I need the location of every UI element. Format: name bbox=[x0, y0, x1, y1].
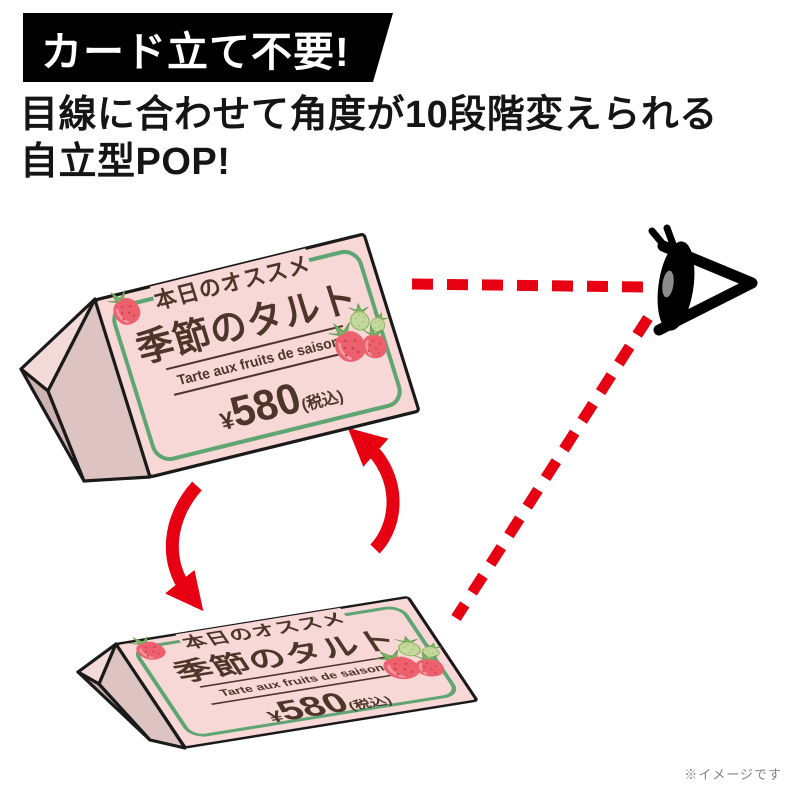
card-lower-face: 本日のオススメ 季節のタルト Tarte aux fruits de saiso… bbox=[115, 596, 478, 749]
rotate-arrow-down-icon bbox=[165, 481, 204, 612]
page-title: 目線に合わせて角度が10段階変えられる 自立型POP! bbox=[20, 92, 718, 186]
sight-line-lower bbox=[451, 315, 653, 621]
page-title-line2: 自立型POP! bbox=[20, 141, 231, 183]
sight-line-upper bbox=[411, 278, 646, 293]
eye-icon bbox=[648, 224, 758, 336]
disclaimer-note: ※イメージです bbox=[684, 767, 782, 782]
eye-pupil bbox=[662, 270, 674, 298]
rotate-arrow-up-icon bbox=[347, 427, 400, 554]
pop-card-lower: 本日のオススメ 季節のタルト Tarte aux fruits de saiso… bbox=[76, 596, 478, 750]
top-banner: カード立て不要! bbox=[23, 13, 393, 82]
pop-card-upper: 本日のオススメ 季節のタルト Tarte aux fruits de saiso… bbox=[19, 233, 420, 483]
banner-label: カード立て不要! bbox=[41, 28, 350, 75]
page-title-line1: 目線に合わせて角度が10段階変えられる bbox=[20, 94, 718, 136]
card-upper-face: 本日のオススメ 季節のタルト Tarte aux fruits de saiso… bbox=[94, 233, 420, 478]
